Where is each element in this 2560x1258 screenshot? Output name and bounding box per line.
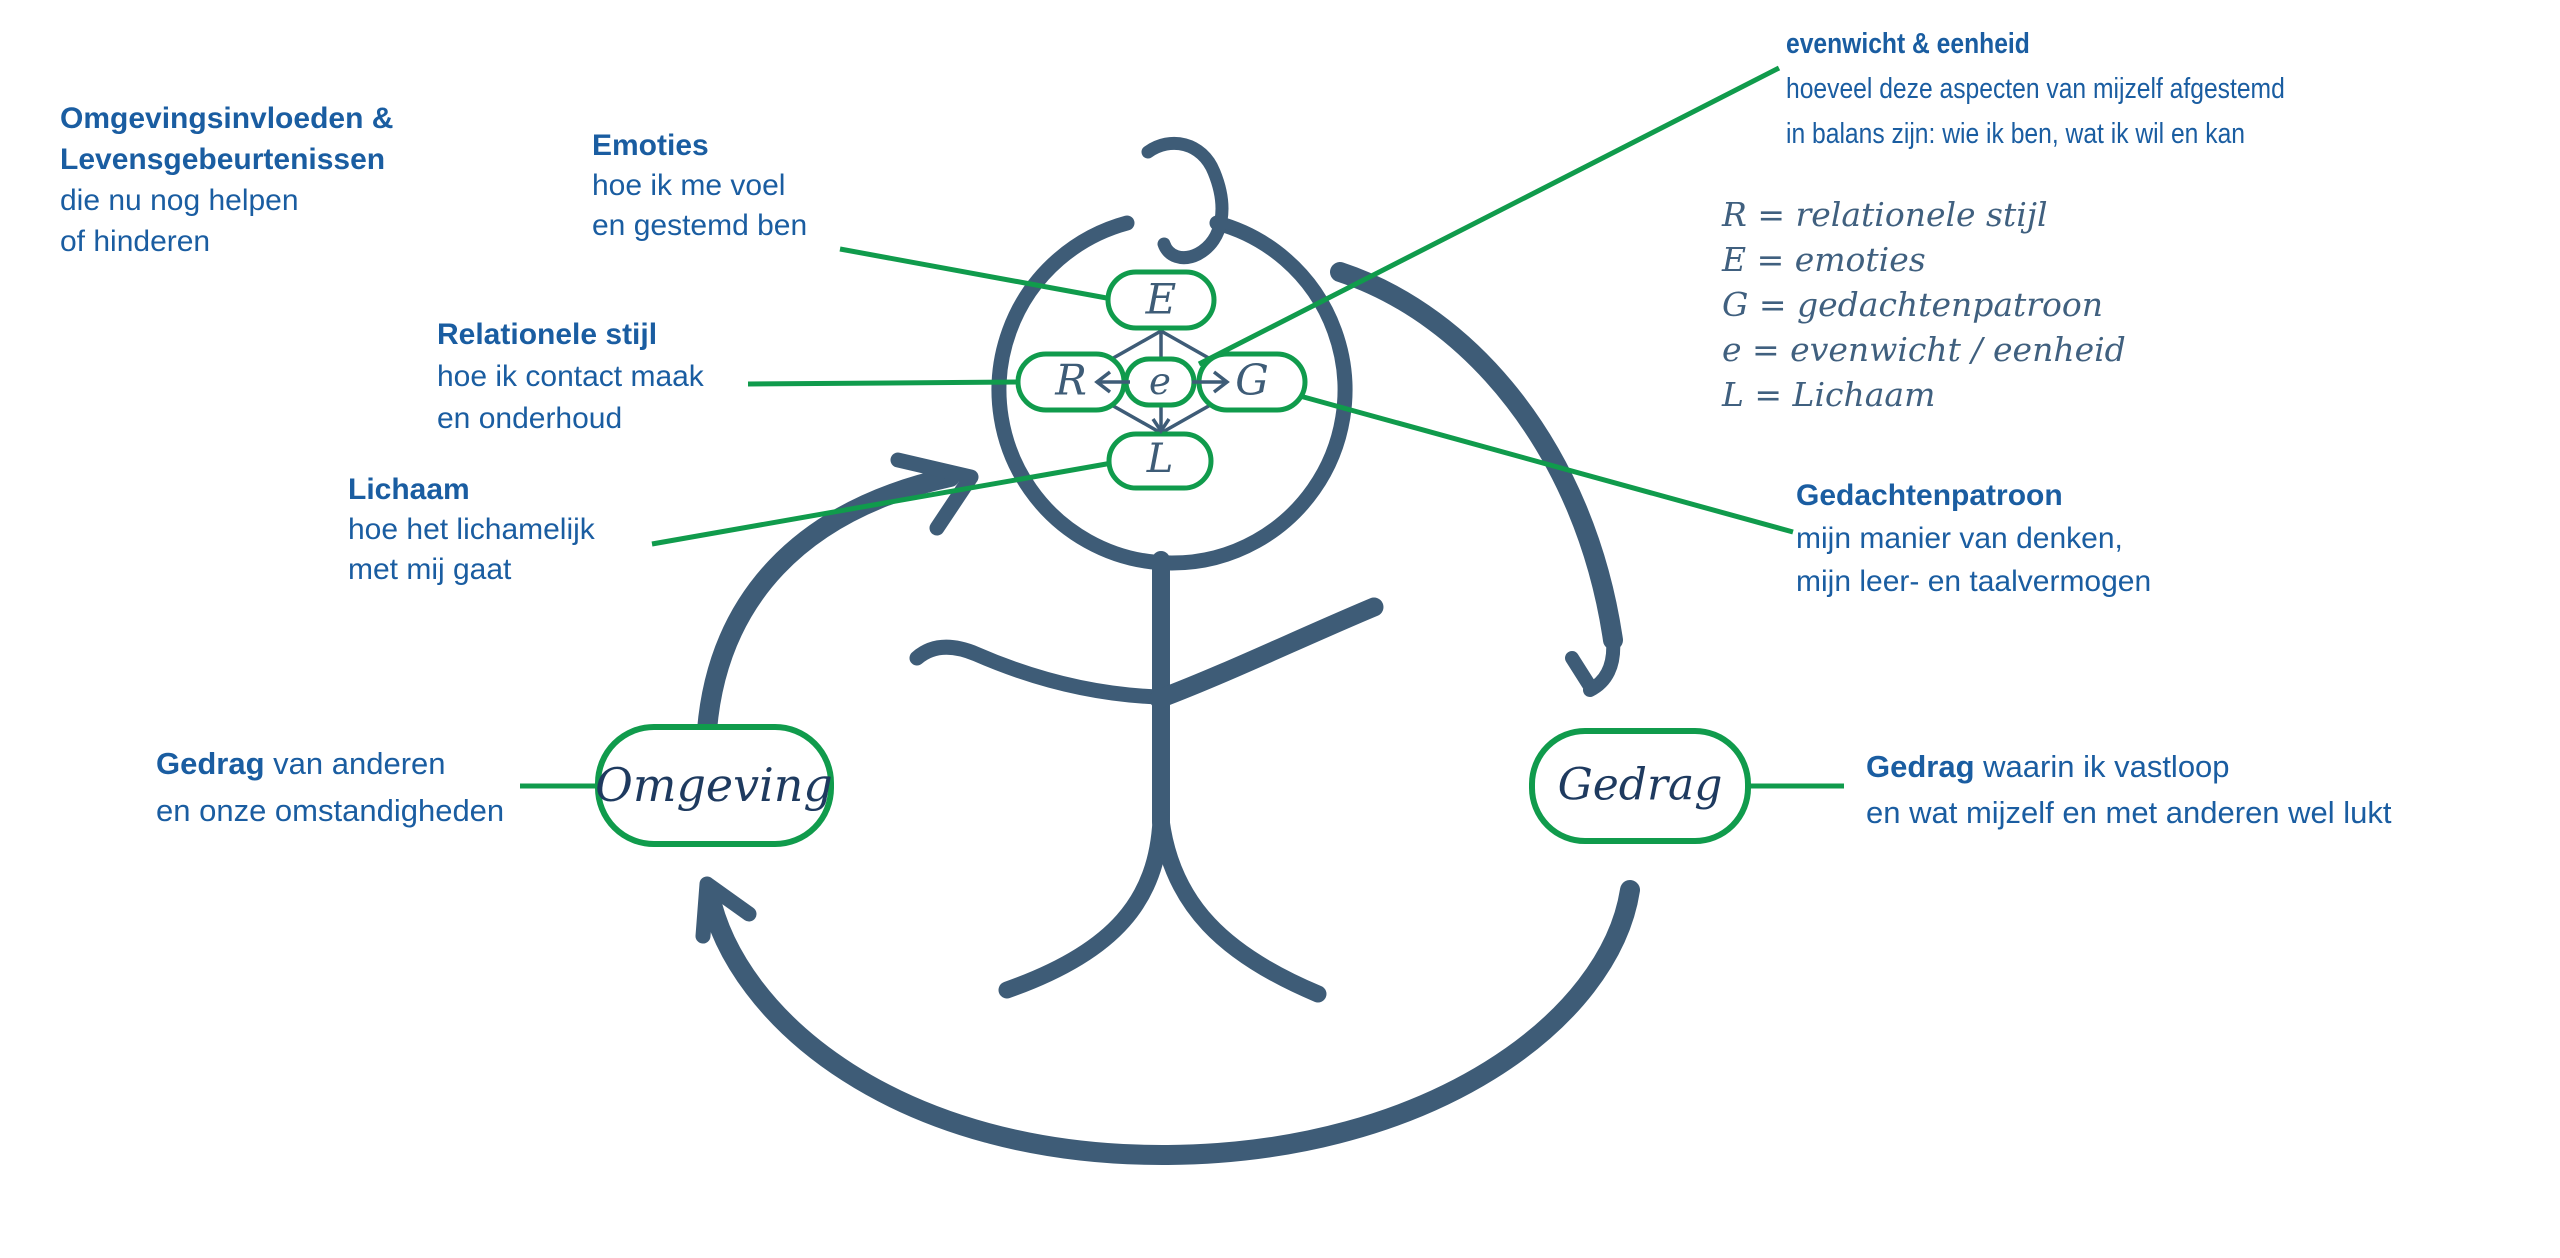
annotation-body-line: in balans zijn: wie ik ben, wat ik wil e…: [1786, 118, 2245, 150]
legend-line: L = Lichaam: [1722, 375, 1936, 414]
annotation-body-line: met mij gaat: [348, 553, 512, 586]
badge-boxes: [595, 724, 1751, 847]
annotation-gedrag-links: Gedrag van anderen en onze omstandighede…: [156, 740, 504, 834]
annotation-gedrag-rechts: Gedrag waarin ik vastloop en wat mijzelf…: [1866, 744, 2392, 836]
annotation-body-line: mijn leer- en taalvermogen: [1796, 565, 2152, 598]
annotation-title-inline: Gedrag: [1866, 749, 1975, 784]
annotation-emoties: Emoties hoe ik me voel en gestemd ben: [592, 126, 807, 246]
pill-label-evenwicht: e: [1149, 359, 1171, 403]
cycle-arrow-right-head-icon: [1565, 633, 1621, 697]
cycle-arrow-left-head-icon: [890, 452, 979, 536]
pill-label-relationele-stijl: R: [1055, 355, 1087, 405]
annotation-title-line: evenwicht & eenheid: [1786, 28, 2030, 60]
annotation-mixed-line: Gedrag waarin ik vastloop: [1866, 744, 2392, 790]
figure-right-arm: [1149, 597, 1384, 709]
annotation-evenwicht-eenheid: evenwicht & eenheid hoeveel deze aspecte…: [1786, 22, 2285, 157]
annotation-mixed-line: Gedrag van anderen: [156, 740, 504, 787]
cycle-arrow-left: [697, 467, 960, 740]
annotation-body-line: en gestemd ben: [592, 209, 808, 242]
head-inner-arrows: [1094, 370, 1230, 435]
arrow-e-to-g-icon: [1192, 370, 1230, 394]
annotation-title-line: Gedachtenpatroon: [1796, 479, 2063, 512]
annotation-body-line: hoeveel deze aspecten van mijzelf afgest…: [1786, 73, 2285, 105]
figure-left-arm: [909, 639, 1167, 705]
annotation-body-line: en onderhoud: [437, 402, 623, 435]
figure-right-leg: [1152, 811, 1327, 1003]
annotation-body-inline: van anderen: [264, 746, 446, 781]
legend-line: e = evenwicht / eenheid: [1722, 330, 2126, 369]
arrow-to-l-icon: [1151, 418, 1171, 435]
legend-line: E = emoties: [1722, 240, 1926, 279]
figure-head-outline: [991, 215, 1353, 571]
connector-emoties: [839, 246, 1113, 302]
annotation-title-inline: Gedrag: [156, 746, 265, 781]
pill-label-gedachtenpatroon: G: [1235, 355, 1269, 405]
annotation-omgevingsinvloeden: Omgevingsinvloeden & Levensgebeurtenisse…: [60, 98, 393, 262]
annotation-body-line: hoe ik contact maak: [437, 360, 704, 393]
annotation-gedachtenpatroon: Gedachtenpatroon mijn manier van denken,…: [1796, 474, 2151, 603]
connector-evenwicht: [1197, 65, 1781, 367]
badge-gedrag-box: [1529, 728, 1751, 844]
connector-lichaam: [651, 460, 1113, 547]
pill-l-box: [1106, 431, 1214, 491]
pill-e-emoties-box: [1105, 269, 1217, 331]
annotation-body-line: en onze omstandigheden: [156, 793, 505, 828]
badge-label-gedrag: Gedrag: [1557, 759, 1723, 811]
annotation-body-line: hoe het lichamelijk: [348, 513, 595, 546]
pill-label-lichaam: L: [1146, 436, 1174, 483]
annotation-body-line: mijn manier van denken,: [1796, 522, 2123, 555]
annotation-body-line: en wat mijzelf en met anderen wel lukt: [1866, 795, 2392, 830]
annotation-lichaam: Lichaam hoe het lichamelijk met mij gaat: [348, 470, 595, 590]
annotation-title-line: Relationele stijl: [437, 318, 658, 351]
annotation-title-line: Omgevingsinvloeden &: [60, 102, 394, 135]
cycle-arrows: [695, 262, 1640, 1166]
connector-gedachtenpatroon: [1299, 393, 1794, 535]
stick-figure: [909, 136, 1384, 1003]
annotation-body-line: hoe ik me voel: [592, 169, 786, 202]
figure-left-leg: [998, 811, 1170, 999]
legend-line: R = relationele stijl: [1722, 195, 2048, 234]
cycle-arrow-right: [1330, 262, 1623, 650]
cycle-arrow-bottom: [699, 880, 1640, 1166]
legend: R = relationele stijl E = emoties G = ge…: [1722, 192, 2126, 417]
pill-label-emoties: E: [1145, 274, 1177, 324]
annotation-body-inline: waarin ik vastloop: [1974, 749, 2230, 784]
annotation-title-line: Levensgebeurtenissen: [60, 143, 386, 176]
badge-label-omgeving: Omgeving: [595, 757, 833, 812]
connector-relationele-stijl: [747, 379, 1023, 387]
annotation-body-line: die nu nog helpen: [60, 184, 299, 217]
cycle-arrow-bottom-head-icon: [695, 876, 757, 944]
annotation-body-line: of hinderen: [60, 225, 211, 258]
badge-omgeving-box: [595, 724, 834, 847]
annotation-title-line: Lichaam: [348, 473, 470, 506]
figure-hair-curl-icon: [1141, 136, 1229, 265]
legend-line: G = gedachtenpatroon: [1722, 285, 2104, 324]
annotation-title-line: Emoties: [592, 129, 709, 162]
arrow-e-to-r-icon: [1094, 370, 1130, 394]
connector-lines: [520, 65, 1844, 789]
annotation-relationele-stijl: Relationele stijl hoe ik contact maak en…: [437, 314, 704, 440]
